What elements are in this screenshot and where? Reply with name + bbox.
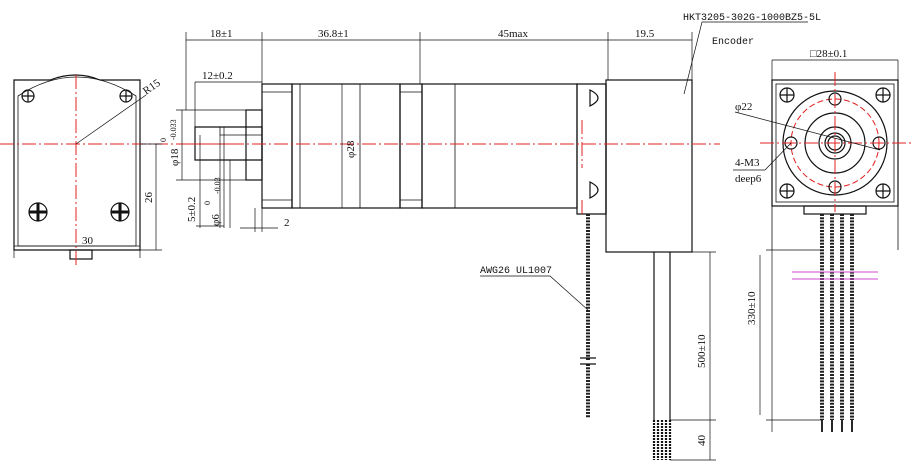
cable-label: AWG26 UL1007 bbox=[480, 266, 552, 277]
part-number: HKT3205-302G-1000BZ5-5L bbox=[683, 13, 821, 24]
encoder-label: Encoder bbox=[712, 36, 754, 48]
screw-bottom-right bbox=[110, 202, 130, 222]
rear-wires bbox=[820, 214, 854, 432]
strip-length-label: 40 bbox=[696, 435, 708, 447]
shaft-length-label: 12±0.2 bbox=[202, 70, 233, 82]
rear-view: □28±0.1 φ22 4-M3 deep6 330±10 bbox=[733, 48, 912, 432]
step-label: 2 bbox=[284, 217, 290, 229]
body-diameter-label: φ28 bbox=[345, 140, 357, 158]
flange bbox=[261, 83, 293, 209]
boss-diameter-label: φ18 bbox=[169, 148, 181, 166]
boss-tolerance-top: 0 bbox=[159, 138, 168, 142]
encoder-housing bbox=[605, 79, 693, 253]
shaft-tolerance-top: 0 bbox=[203, 201, 212, 205]
gearbox-length-label: 36.8±1 bbox=[318, 28, 349, 40]
motor-length-label: 45max bbox=[498, 28, 528, 40]
screw-top-left bbox=[21, 89, 35, 103]
depth-label: deep6 bbox=[735, 173, 762, 185]
rear-screw-bottom-right bbox=[875, 183, 891, 199]
radius-label: R15 bbox=[141, 77, 163, 98]
motor-body bbox=[421, 83, 578, 209]
lead-length-label: 500±10 bbox=[696, 334, 708, 368]
rear-lead-length-label: 330±10 bbox=[746, 291, 758, 325]
encoder-length-label: 19.5 bbox=[635, 28, 655, 40]
break-mark bbox=[792, 271, 878, 280]
shaft-diameter-label: φ6 bbox=[210, 214, 222, 226]
pcd-label: φ22 bbox=[735, 101, 752, 113]
rear-screw-bottom-left bbox=[779, 183, 795, 199]
front-view: R15 26 30 bbox=[0, 74, 235, 265]
rear-screw-top-right bbox=[875, 87, 891, 103]
boss-tolerance-bottom: -0.033 bbox=[169, 119, 178, 140]
screw-bottom-left bbox=[28, 202, 48, 222]
width-label: 30 bbox=[82, 235, 94, 247]
rear-screw-top-left bbox=[779, 87, 795, 103]
flange-length-label: 18±1 bbox=[210, 28, 233, 40]
square-size-label: □28±0.1 bbox=[810, 48, 847, 60]
screw-top-right bbox=[119, 89, 133, 103]
front-view-outline bbox=[13, 74, 141, 251]
side-view: φ28 18±1 36.8±1 45max 19.5 12±0.2 φ18 0 … bbox=[159, 13, 821, 461]
flat-label: 5±0.2 bbox=[186, 197, 198, 222]
holes-label: 4-M3 bbox=[735, 157, 760, 169]
shaft-tolerance-bottom: -0.03 bbox=[213, 177, 222, 194]
height-label: 26 bbox=[143, 192, 155, 204]
